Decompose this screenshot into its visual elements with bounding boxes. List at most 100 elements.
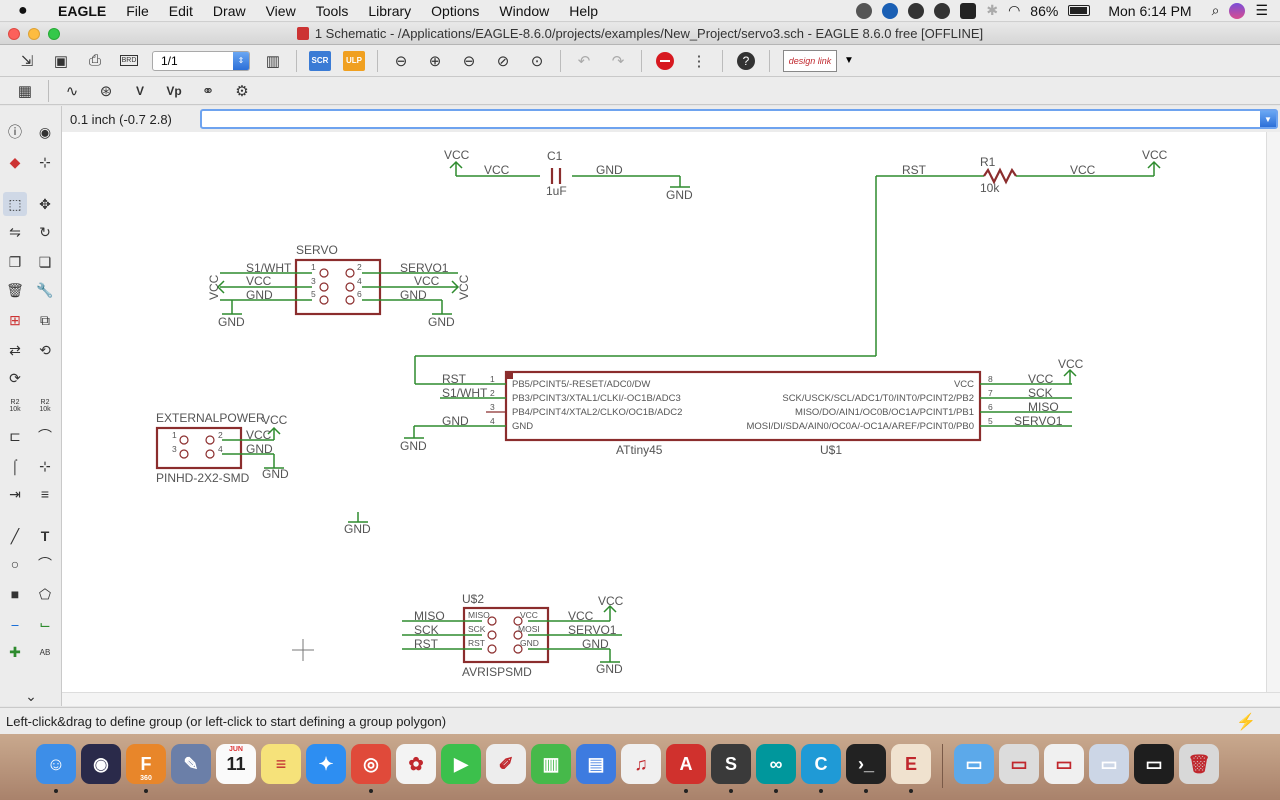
- fill-icon[interactable]: ∿: [65, 82, 79, 100]
- show-eye-icon[interactable]: ◉: [38, 123, 52, 140]
- bluetooth-icon[interactable]: ✱: [986, 2, 999, 18]
- dock-window1-icon[interactable]: ▭: [999, 744, 1039, 784]
- save-icon[interactable]: ▣: [53, 52, 69, 70]
- copy-icon[interactable]: ❐: [8, 253, 22, 270]
- board-switch-icon[interactable]: BRD: [119, 55, 139, 66]
- lightning-icon[interactable]: ⚡: [1236, 714, 1256, 731]
- delete-icon[interactable]: 🗑: [6, 281, 24, 298]
- info-icon[interactable]: ⓘ: [8, 124, 22, 140]
- chevron-down-icon[interactable]: ▼: [844, 55, 854, 66]
- net-class-icon[interactable]: ⚭: [201, 82, 215, 100]
- value-tool-button[interactable]: V: [135, 83, 144, 98]
- schematic-svg[interactable]: .net{stroke:#2e8b2e;stroke-width:1.5;fil…: [62, 132, 1280, 706]
- avrisp-connector[interactable]: U$2 AVRISPSMD MISO SCK RST VCC MOSI GND: [402, 592, 624, 679]
- dock-folder-icon[interactable]: ▭: [954, 744, 994, 784]
- dock-window2-icon[interactable]: ▭: [1044, 744, 1084, 784]
- undo-icon[interactable]: ↶: [577, 52, 591, 70]
- creative-cloud-icon[interactable]: [856, 2, 873, 19]
- label-net-icon[interactable]: ⌙: [39, 615, 51, 632]
- dock-itunes-icon[interactable]: ♫: [621, 744, 661, 784]
- text-tool[interactable]: T: [40, 528, 50, 544]
- mark-icon[interactable]: ⊹: [39, 153, 51, 170]
- maximize-window-button[interactable]: [48, 28, 60, 40]
- menu-eagle[interactable]: EAGLE: [58, 2, 107, 19]
- vpn-icon[interactable]: [934, 2, 951, 19]
- slice-icon[interactable]: ⇥: [9, 485, 21, 502]
- dock-finder-icon[interactable]: ☺: [36, 744, 76, 793]
- go-icon[interactable]: ⋮: [691, 52, 707, 70]
- menu-view[interactable]: View: [265, 2, 296, 19]
- malwarebytes-icon[interactable]: [960, 2, 977, 19]
- gateswap-icon[interactable]: ⟳: [9, 369, 21, 386]
- erc-icon[interactable]: ⊛: [99, 82, 113, 100]
- zoom-in-icon[interactable]: ⊕: [428, 52, 442, 70]
- dock-facetime-icon[interactable]: ▶: [441, 744, 481, 784]
- menu-tools[interactable]: Tools: [315, 2, 349, 19]
- menu-options[interactable]: Options: [431, 2, 480, 19]
- close-window-button[interactable]: [8, 28, 20, 40]
- net-icon[interactable]: ⎯: [11, 615, 19, 632]
- dock-safari-icon[interactable]: ✦: [306, 744, 346, 784]
- dock-keynote-icon[interactable]: ▤: [576, 744, 616, 784]
- miter-icon[interactable]: ⌒: [38, 428, 52, 444]
- group-select-icon[interactable]: ⬚: [3, 192, 27, 216]
- sheet-selector[interactable]: 1/1 ⇕: [152, 50, 250, 71]
- dock-window4-icon[interactable]: ▭: [1134, 744, 1174, 784]
- menu-library[interactable]: Library: [368, 2, 412, 19]
- attribute-icon[interactable]: AB: [39, 647, 51, 657]
- paste-icon[interactable]: ❏: [38, 253, 52, 270]
- zoom-select-icon[interactable]: ⊙: [530, 52, 544, 70]
- rotate-icon[interactable]: ↻: [39, 223, 51, 240]
- dock-numbers-icon[interactable]: ▥: [531, 744, 571, 784]
- expand-chevron-icon[interactable]: ⌄: [25, 687, 37, 704]
- floating-gnd-symbol[interactable]: GND: [344, 512, 371, 536]
- dock-eagle-icon[interactable]: E: [891, 744, 931, 793]
- invoke-icon[interactable]: ⟲: [39, 341, 51, 358]
- stop-icon[interactable]: [652, 49, 678, 73]
- arc-icon[interactable]: ⌒: [38, 556, 52, 572]
- command-line-input[interactable]: ▼: [200, 109, 1278, 129]
- menu-draw[interactable]: Draw: [212, 2, 246, 19]
- designlink-button[interactable]: design link: [780, 49, 840, 73]
- mirror-icon[interactable]: ⇋: [9, 223, 21, 240]
- dock-siri-icon[interactable]: ◉: [81, 744, 121, 784]
- circle-icon[interactable]: ○: [10, 556, 20, 572]
- battery-icon[interactable]: [1068, 5, 1091, 16]
- rectangle-icon[interactable]: ■: [10, 586, 20, 602]
- zoom-redraw-icon[interactable]: ⊘: [496, 52, 510, 70]
- add-part-icon[interactable]: ⊞: [9, 311, 21, 328]
- junction-icon[interactable]: ✚: [9, 643, 21, 660]
- capacitor-c1[interactable]: VCC VCC C1 1uF GND GND: [444, 148, 693, 202]
- dock-trash-icon[interactable]: 🗑: [1179, 744, 1219, 784]
- dock-cura-icon[interactable]: C: [801, 744, 841, 793]
- zoom-fit-icon[interactable]: ⊖: [394, 52, 408, 70]
- settings-gear-icon[interactable]: ⚙: [235, 82, 249, 100]
- grid-icon[interactable]: ▦: [17, 82, 33, 100]
- spotlight-icon[interactable]: ⌕: [1211, 2, 1220, 18]
- chevron-down-icon[interactable]: ▼: [1260, 111, 1276, 127]
- wrench-icon[interactable]: 🔧: [36, 281, 54, 298]
- logitech-icon[interactable]: [908, 2, 925, 19]
- display-layers-icon[interactable]: ◆: [9, 153, 21, 170]
- notification-center-icon[interactable]: ☰: [1255, 2, 1268, 18]
- library-icon[interactable]: ▥: [265, 52, 281, 70]
- dock-photos-icon[interactable]: ✿: [396, 744, 436, 784]
- move-icon[interactable]: ✥: [39, 195, 51, 212]
- pinswap-icon[interactable]: ⇄: [9, 341, 21, 358]
- vertical-scrollbar[interactable]: [1266, 132, 1280, 692]
- smash-icon[interactable]: ⊏: [9, 427, 21, 444]
- menu-file[interactable]: File: [126, 2, 149, 19]
- redo-icon[interactable]: ↷: [611, 52, 625, 70]
- menu-edit[interactable]: Edit: [168, 2, 193, 19]
- menu-window[interactable]: Window: [499, 2, 550, 19]
- resistor-r1[interactable]: RST R1 10k VCC VCC: [414, 148, 1168, 384]
- schematic-canvas[interactable]: .net{stroke:#2e8b2e;stroke-width:1.5;fil…: [62, 132, 1280, 706]
- dock-autodesk-icon[interactable]: A: [666, 744, 706, 793]
- dock-chrome-icon[interactable]: ◎: [351, 744, 391, 793]
- wire-icon[interactable]: ╱: [10, 527, 20, 544]
- zoom-out-icon[interactable]: ⊖: [462, 52, 476, 70]
